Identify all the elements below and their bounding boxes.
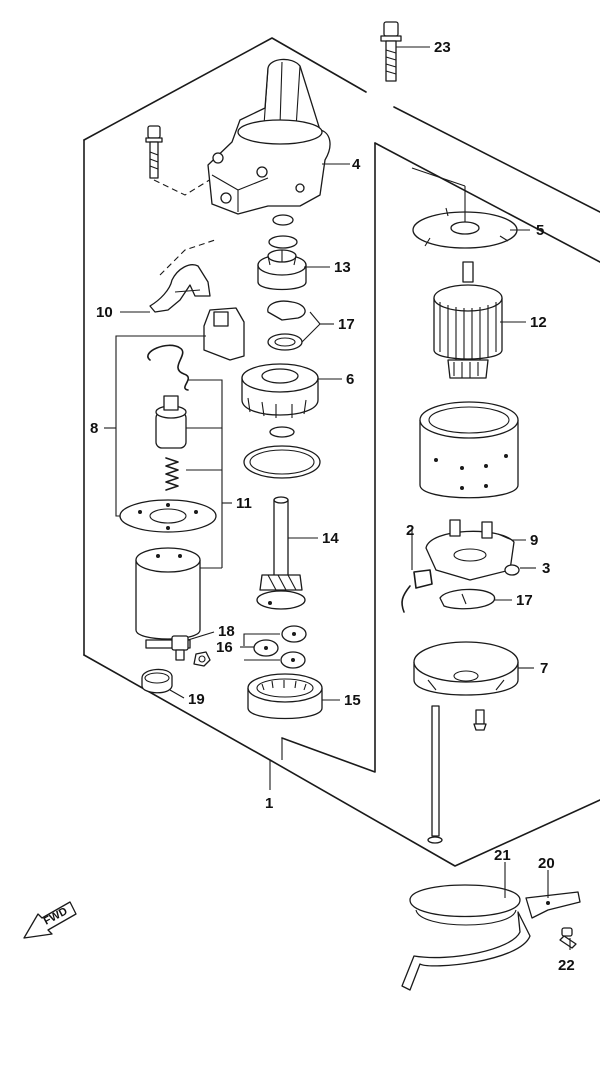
- brush-holder-9: [401, 519, 520, 613]
- callout-5: 5: [536, 222, 544, 239]
- callout-12: 12: [530, 314, 547, 331]
- callout-9: 9: [530, 532, 538, 549]
- callout-16: 16: [216, 639, 233, 656]
- callout-labels: 23 4 5 13 17 6 12 10 8 11 14 2 9 3 17 18…: [90, 39, 575, 974]
- callout-22: 22: [558, 957, 575, 974]
- gasket-6: [243, 426, 321, 479]
- clip-17-upper: [267, 300, 306, 351]
- callout-10: 10: [96, 304, 113, 321]
- plate-17-lower: [439, 588, 496, 610]
- callout-2: 2: [406, 522, 414, 539]
- clip-19: [141, 668, 173, 694]
- bolt-4: [145, 125, 217, 196]
- callout-6: 6: [346, 371, 354, 388]
- plate-5: [411, 167, 518, 249]
- housing-6: [241, 363, 319, 418]
- fwd-arrow-icon: FWD: [23, 901, 77, 939]
- callout-19: 19: [188, 691, 205, 708]
- solenoid-parts: [119, 307, 245, 649]
- leader-lines: [104, 46, 571, 950]
- callout-14: 14: [322, 530, 339, 547]
- callout-13: 13: [334, 259, 351, 276]
- pinion-13: [257, 214, 307, 291]
- callout-11: 11: [236, 495, 252, 512]
- shaft-14: [256, 496, 306, 610]
- callout-23: 23: [434, 39, 451, 56]
- ring-gear-15: [247, 673, 323, 720]
- armature-12: [433, 261, 503, 379]
- callout-4: 4: [352, 156, 361, 173]
- planet-gears-16: [253, 625, 307, 669]
- callout-21: 21: [494, 847, 511, 864]
- through-bolt: [427, 705, 443, 844]
- callout-3: 3: [542, 560, 550, 577]
- callout-7: 7: [540, 660, 548, 677]
- callout-8: 8: [90, 420, 98, 437]
- solenoid-cover-4: [207, 58, 331, 215]
- callout-20: 20: [538, 855, 555, 872]
- assembly-boundary: [83, 37, 600, 867]
- callout-15: 15: [344, 692, 361, 709]
- callout-1: 1: [265, 795, 273, 812]
- band-bracket-21: [401, 884, 581, 991]
- fitting-18: [171, 635, 211, 667]
- yoke-housing: [419, 401, 519, 499]
- end-cover-7: [413, 641, 519, 731]
- callout-17-upper: 17: [338, 316, 355, 333]
- callout-18: 18: [218, 623, 235, 640]
- bolt-23: [380, 21, 402, 82]
- fork-lever-10: [149, 239, 216, 313]
- callout-17-lower: 17: [516, 592, 533, 609]
